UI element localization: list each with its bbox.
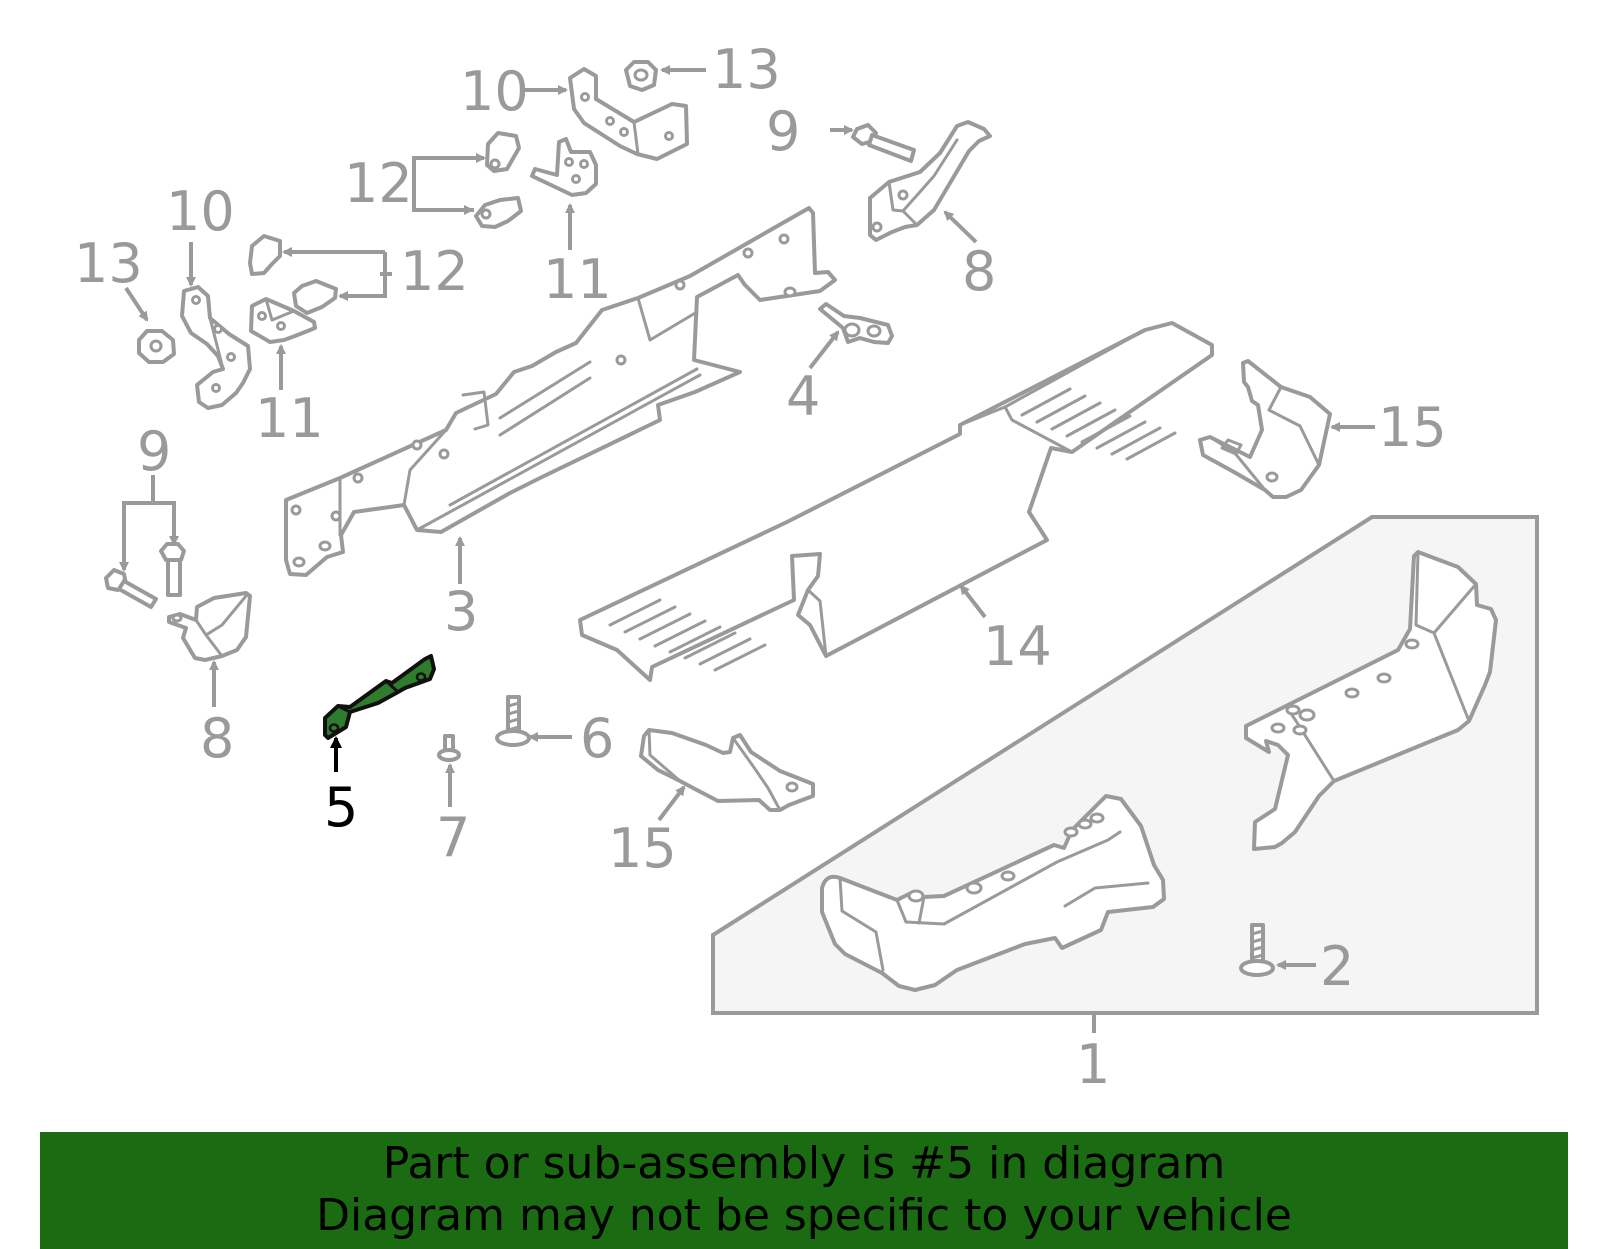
bolt-part-2: [1239, 923, 1275, 977]
bolt-part-9-lower-b: [159, 542, 186, 597]
callout-7: 7: [436, 806, 470, 869]
clip-part-12-b: [474, 196, 523, 229]
bracket-part-8-upper: [868, 120, 992, 242]
step-pad-part-14: [578, 321, 1214, 682]
bolt-part-6: [495, 695, 531, 747]
bracket-part-11-lower: [249, 297, 317, 344]
screw-part-7: [437, 734, 461, 762]
banner-line-part-number: Part or sub-assembly is #5 in diagram: [382, 1138, 1226, 1189]
bracket-part-15-upper: [1198, 359, 1332, 499]
callout-2: 2: [1320, 935, 1354, 998]
callout-13-lower: 13: [74, 232, 143, 295]
callout-10-lower: 10: [166, 180, 235, 243]
callout-1: 1: [1076, 1033, 1110, 1096]
callout-12-lower: 12: [400, 240, 469, 303]
frame-bracket-part-3: [284, 206, 837, 577]
callout-11-upper: 11: [543, 248, 612, 311]
callout-8-lower: 8: [200, 707, 234, 770]
callout-14: 14: [983, 615, 1052, 678]
callout-9-lower: 9: [137, 420, 171, 483]
bumper-end-right: [1244, 550, 1498, 851]
callout-12-upper: 12: [344, 152, 413, 215]
callout-15-upper: 15: [1378, 396, 1447, 459]
bracket-part-5-highlighted: [323, 654, 436, 740]
nut-part-13-upper: [624, 60, 658, 92]
callout-10-upper: 10: [460, 60, 529, 123]
bracket-part-10-lower: [180, 285, 252, 410]
bracket-part-11-upper: [530, 137, 598, 197]
callout-11-lower: 11: [255, 387, 324, 450]
bracket-part-15-lower: [639, 728, 815, 812]
callout-9-upper: 9: [766, 100, 800, 163]
clip-part-12-c: [248, 234, 282, 276]
clip-part-12-d: [292, 279, 338, 315]
callout-4: 4: [786, 365, 820, 428]
notice-banner: Part or sub-assembly is #5 in diagram Di…: [40, 1132, 1568, 1249]
callout-6: 6: [580, 707, 614, 770]
callout-13-upper: 13: [712, 38, 781, 101]
banner-line-disclaimer: Diagram may not be specific to your vehi…: [316, 1190, 1292, 1241]
callout-3: 3: [444, 580, 478, 643]
nut-part-13-lower: [137, 329, 176, 364]
bumper-end-left: [820, 794, 1166, 992]
bracket-part-8-lower: [167, 591, 252, 662]
bracket-part-10-upper: [568, 67, 689, 161]
callout-5-highlighted: 5: [324, 776, 358, 839]
callout-15-lower: 15: [608, 817, 677, 880]
bolt-part-9-upper: [851, 123, 916, 163]
bolt-part-9-lower-a: [104, 568, 158, 609]
kit-boundary-box: [711, 515, 1539, 1015]
callout-8-upper: 8: [962, 240, 996, 303]
bracket-part-4: [818, 302, 894, 345]
clip-part-12-a: [485, 131, 521, 173]
